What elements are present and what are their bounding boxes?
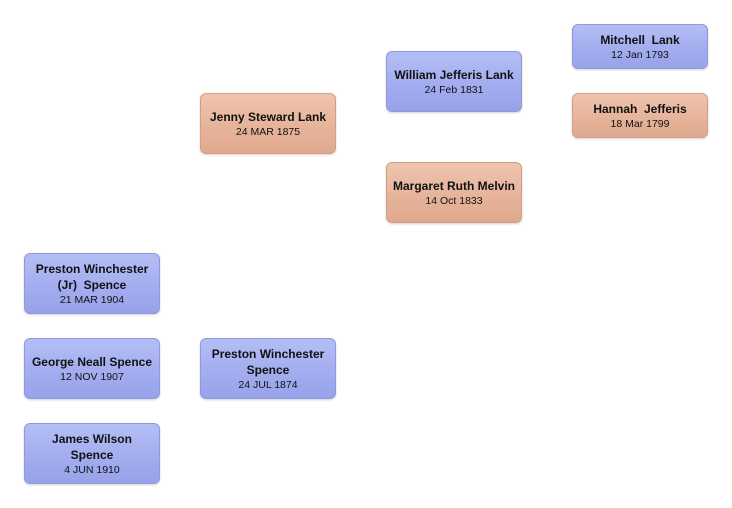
person-box-james-wilson-spence[interactable]: James Wilson Spence 4 JUN 1910 xyxy=(24,423,160,484)
person-name: Margaret Ruth Melvin xyxy=(393,178,516,193)
person-box-preston-winchester-spence[interactable]: Preston Winchester Spence 24 JUL 1874 xyxy=(200,338,336,399)
person-birth-date: 14 Oct 1833 xyxy=(425,194,483,207)
person-name: Jenny Steward Lank xyxy=(209,109,327,124)
person-birth-date: 4 JUN 1910 xyxy=(64,463,120,476)
person-box-hannah-jefferis[interactable]: Hannah Jefferis 18 Mar 1799 xyxy=(572,93,708,138)
person-box-preston-winchester-jr-spence[interactable]: Preston Winchester (Jr) Spence 21 MAR 19… xyxy=(24,253,160,314)
person-birth-date: 12 NOV 1907 xyxy=(60,370,124,383)
person-box-george-neall-spence[interactable]: George Neall Spence 12 NOV 1907 xyxy=(24,338,160,399)
person-name: James Wilson Spence xyxy=(52,431,132,462)
person-name: Preston Winchester (Jr) Spence xyxy=(35,261,152,292)
person-name: Hannah Jefferis xyxy=(593,101,687,116)
person-birth-date: 24 JUL 1874 xyxy=(238,378,298,391)
person-name: Preston Winchester Spence xyxy=(211,346,325,377)
person-name: George Neall Spence xyxy=(31,354,153,369)
person-birth-date: 12 Jan 1793 xyxy=(611,48,669,61)
person-box-jenny-steward-lank[interactable]: Jenny Steward Lank 24 MAR 1875 xyxy=(200,93,336,154)
person-birth-date: 18 Mar 1799 xyxy=(610,117,670,130)
person-box-margaret-ruth-melvin[interactable]: Margaret Ruth Melvin 14 Oct 1833 xyxy=(386,162,522,223)
person-birth-date: 24 MAR 1875 xyxy=(235,125,301,138)
person-box-mitchell-lank[interactable]: Mitchell Lank 12 Jan 1793 xyxy=(572,24,708,69)
person-box-william-jefferis-lank[interactable]: William Jefferis Lank 24 Feb 1831 xyxy=(386,51,522,112)
person-birth-date: 24 Feb 1831 xyxy=(424,83,484,96)
person-birth-date: 21 MAR 1904 xyxy=(59,293,125,306)
person-name: Mitchell Lank xyxy=(600,32,680,47)
person-name: William Jefferis Lank xyxy=(394,67,514,82)
